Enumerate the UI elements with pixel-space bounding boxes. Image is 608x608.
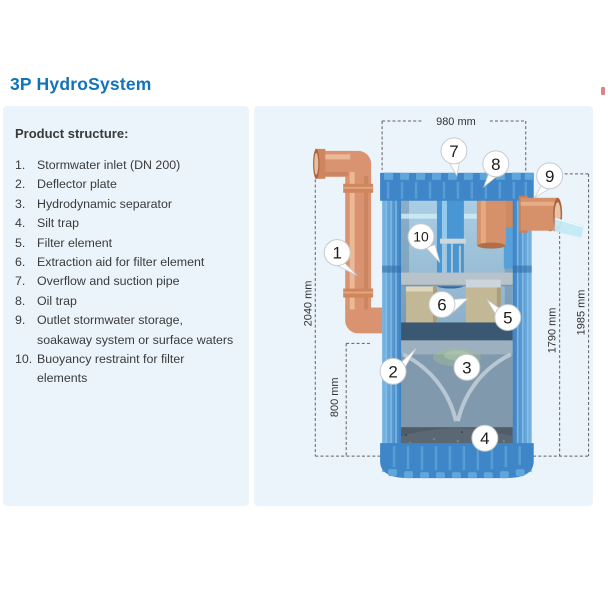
- svg-text:1: 1: [333, 244, 342, 263]
- list-item: 7. Overflow and suction pipe: [15, 272, 237, 291]
- item-label: Deflector plate: [37, 177, 117, 192]
- callout-7: 7: [440, 137, 468, 177]
- diagram-panel: 980 mm 2040 mm 800 mm 1790 mm 1985 mm: [254, 106, 593, 506]
- svg-text:2: 2: [388, 362, 397, 381]
- dim-inlet-depth-label: 800 mm: [329, 377, 341, 417]
- list-item: 3. Hydrodynamic separator: [15, 195, 237, 214]
- item-number: 3.: [15, 196, 26, 211]
- svg-text:10: 10: [413, 229, 429, 245]
- item-number: 5.: [15, 235, 26, 250]
- callout-5: 5: [486, 299, 522, 331]
- item-number: 6.: [15, 255, 26, 270]
- list-item: 1. Stormwater inlet (DN 200): [15, 156, 237, 175]
- svg-text:9: 9: [545, 167, 554, 186]
- item-number: 9.: [15, 313, 26, 328]
- dim-width-label: 980 mm: [436, 116, 476, 128]
- callout-10: 10: [407, 223, 441, 263]
- tank-top-rim: [380, 172, 534, 201]
- item-label: Stormwater inlet (DN 200): [37, 158, 181, 172]
- item-label: Hydrodynamic separator: [37, 196, 172, 211]
- product-list: 1. Stormwater inlet (DN 200) 2. Deflecto…: [15, 156, 237, 389]
- list-item: 10. Buoyancy restraint for filter elemen…: [15, 350, 237, 389]
- callout-9: 9: [533, 162, 564, 199]
- svg-text:7: 7: [449, 142, 458, 161]
- list-item: 4. Silt trap: [15, 214, 237, 233]
- item-number: 2.: [15, 177, 26, 192]
- deflector-plate: [401, 322, 513, 341]
- inlet-pipe: [313, 148, 390, 334]
- product-structure-panel: Product structure: 1. Stormwater inlet (…: [3, 106, 249, 506]
- item-label: Filter element: [37, 235, 113, 250]
- item-label: Oil trap: [37, 293, 77, 308]
- item-number: 4.: [15, 216, 26, 231]
- svg-text:3: 3: [462, 358, 471, 377]
- callout-2: 2: [379, 348, 417, 385]
- callout-8: 8: [482, 150, 510, 188]
- edge-artifact: [601, 87, 605, 95]
- item-label: Extraction aid for filter element: [37, 255, 205, 270]
- list-item: 8. Oil trap: [15, 292, 237, 311]
- product-structure-heading: Product structure:: [15, 126, 129, 141]
- callout-3: 3: [453, 353, 481, 381]
- item-label: Overflow and suction pipe: [37, 274, 180, 289]
- dim-total-height-label: 2040 mm: [302, 281, 314, 327]
- list-item: 9. Outlet stormwater storage, soakaway s…: [15, 311, 237, 350]
- list-item: 6. Extraction aid for filter element: [15, 253, 237, 272]
- callout-6: 6: [428, 291, 469, 318]
- dim-outlet-height-label: 1790 mm: [547, 308, 559, 354]
- item-number: 8.: [15, 293, 26, 308]
- item-label: Silt trap: [37, 216, 80, 231]
- page-title: 3P HydroSystem: [10, 74, 152, 94]
- outlet-pipe: [518, 195, 584, 238]
- svg-text:8: 8: [491, 155, 500, 174]
- outlet-water-stream: [554, 217, 584, 238]
- svg-text:6: 6: [437, 295, 446, 314]
- item-label: Outlet stormwater storage, soakaway syst…: [37, 313, 234, 347]
- extraction-aid: [439, 238, 466, 273]
- dim-tank-height-label: 1985 mm: [576, 290, 588, 336]
- item-number: 7.: [15, 274, 26, 289]
- svg-text:5: 5: [503, 308, 512, 327]
- svg-text:4: 4: [480, 429, 489, 448]
- callout-4: 4: [471, 424, 499, 452]
- list-item: 2. Deflector plate: [15, 175, 237, 194]
- tank: [380, 172, 534, 479]
- callouts: 1 2 3 4 5: [323, 137, 564, 452]
- item-label: Buoyancy restraint for filter elements: [37, 352, 185, 386]
- tank-bottom-rim: [380, 443, 534, 479]
- item-number: 10.: [15, 352, 33, 367]
- separator-funnel: [401, 340, 513, 431]
- list-item: 5. Filter element: [15, 234, 237, 253]
- hydrosystem-diagram: 980 mm 2040 mm 800 mm 1790 mm 1985 mm: [302, 116, 590, 479]
- item-number: 1.: [15, 158, 26, 172]
- callout-1: 1: [323, 239, 358, 276]
